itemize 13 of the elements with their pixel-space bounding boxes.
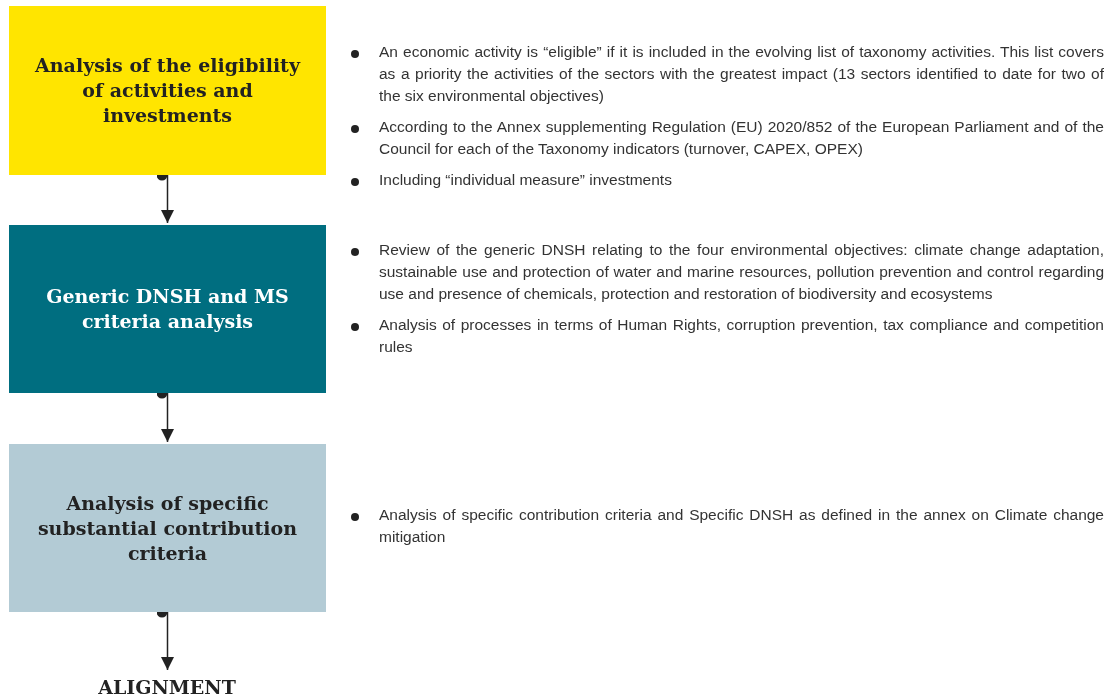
box-title: Analysis of specific substantial contribution criteria [36,490,299,566]
outcome-label: ALIGNMENT [98,674,236,700]
bullet-text: Including “individual measure” investments [350,169,1104,191]
bullet-text: Review of the generic DNSH relating to the four environmental objectives: climate change adaptation, sustainable use and protection of water and marine resources, pollution prevention and control regarding use and presence of chemicals, protection and restoration of biodiversity and ecosystems [350,239,1104,305]
bullet-text: Analysis of processes in terms of Human Rights, corruption prevention, tax compliance and competition rules [350,314,1104,358]
bullet-text: According to the Annex supplementing Regulation (EU) 2020/852 of the European Parliament and of the Council for each of the Taxonomy indicators (turnover, CAPEX, OPEX) [350,116,1104,160]
process-box [9,6,326,175]
bullet-text: Analysis of specific contribution criteria and Specific DNSH as defined in the annex on Climate change mitigation [350,504,1104,548]
process-box [9,225,326,393]
box-title: Analysis of the eligibility of activities and investments [33,53,302,128]
box-title: Generic DNSH and MS criteria analysis [45,284,290,334]
process-box [9,444,326,612]
bullet-text: An economic activity is “eligible” if it is included in the evolving list of taxonomy activities. This list covers as a priority the activities of the sectors with the greatest impact (13 sectors identified to date for two of the six environmental objectives) [350,41,1104,107]
